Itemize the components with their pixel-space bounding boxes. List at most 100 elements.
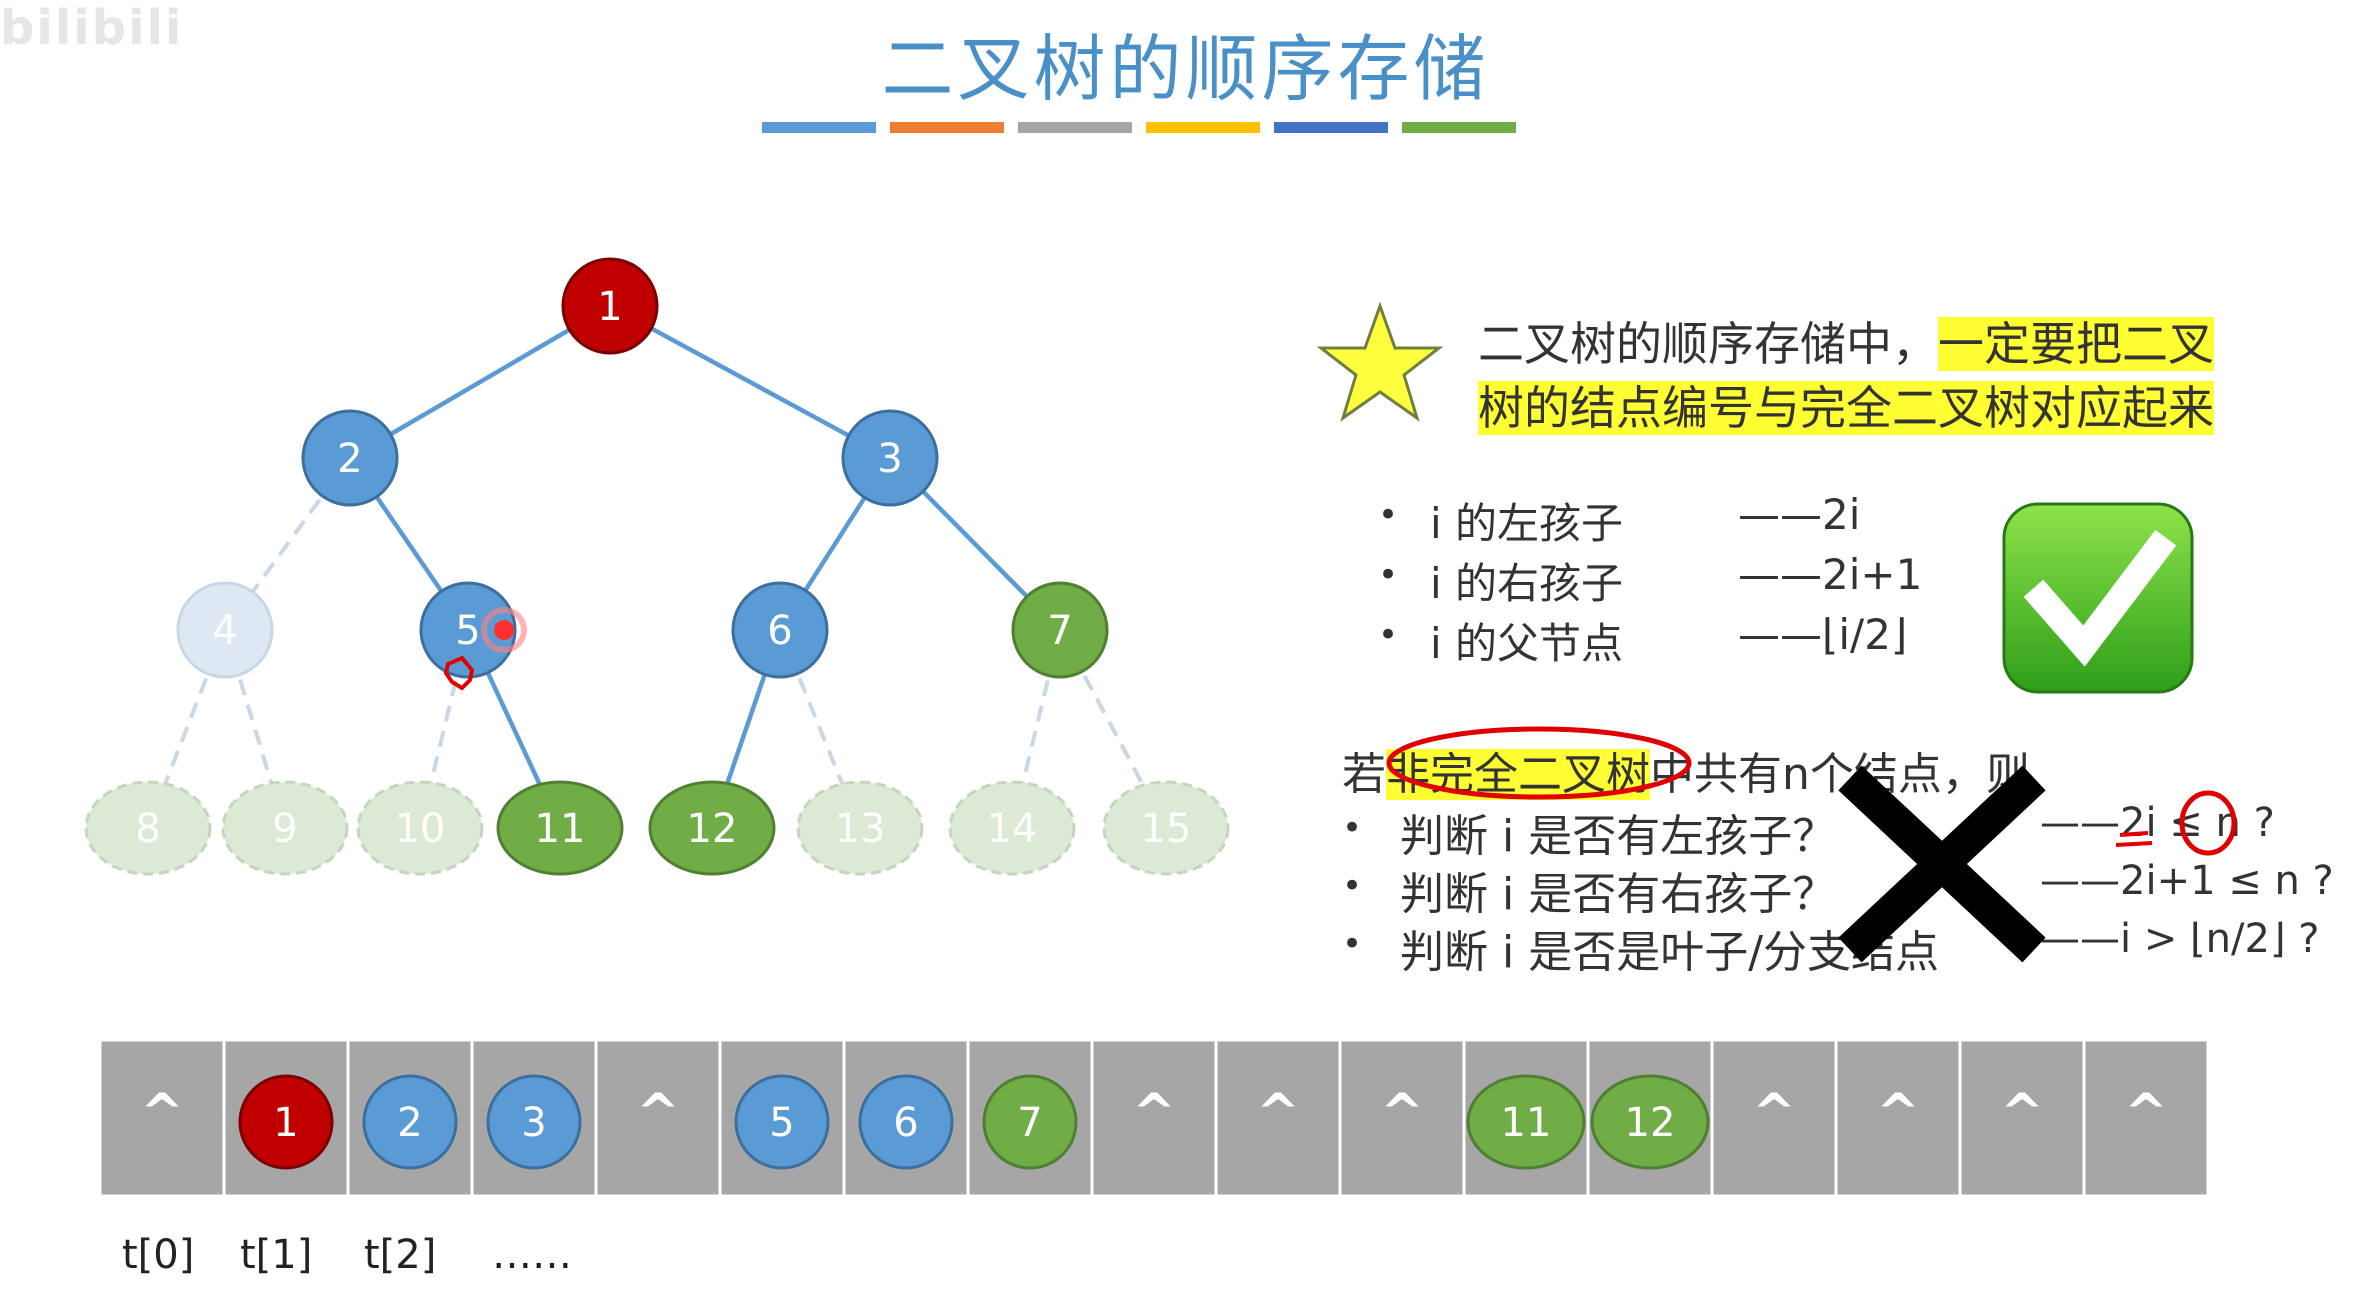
title-bar-segment: [890, 122, 1004, 133]
array-cell: ^: [1710, 1040, 1838, 1198]
tree-node-shape: [648, 780, 776, 876]
array-cell: 2: [346, 1040, 474, 1198]
tree-node-4: 4: [176, 581, 274, 679]
tree-node-shape: [841, 409, 939, 507]
array-cell-box: [1710, 1040, 1838, 1198]
tree-node-shape: [496, 780, 624, 876]
tree-node-7: 7: [1011, 581, 1109, 679]
null-marker: ^: [1876, 1083, 1920, 1143]
tree-node-14: 14: [948, 780, 1076, 876]
note-highlight-1: 一定要把二叉: [1938, 317, 2214, 371]
tree-node-13: 13: [796, 780, 924, 876]
array-cell-box: [2082, 1040, 2210, 1198]
tree-node-label: 5: [455, 608, 480, 654]
formula-right-child-value: ——2i+1: [1738, 550, 1923, 599]
note-highlight-2: 树的结点编号与完全二叉树对应起来: [1478, 381, 2214, 435]
condition-leaf-value: ——i > ⌊n/2⌋ ?: [2040, 916, 2320, 962]
tree-node-shape: [176, 581, 274, 679]
bullet: •: [1342, 924, 1363, 964]
cursor-dot-icon: [494, 620, 514, 640]
title-bar-segment: [1018, 122, 1132, 133]
bullet: •: [1342, 866, 1363, 906]
formula-left-child-value: ——2i: [1738, 490, 1861, 539]
array-index-label: t[2]: [364, 1232, 437, 1278]
tree-node-shape: [561, 257, 659, 355]
array-cell: 5: [718, 1040, 846, 1198]
array-node-label: 12: [1625, 1100, 1676, 1146]
array-index-label: ……: [492, 1232, 572, 1278]
null-marker: ^: [1752, 1083, 1796, 1143]
array-cell: 1: [222, 1040, 350, 1198]
tree-node-label: 7: [1047, 608, 1072, 654]
tree-node-shape: [419, 581, 517, 679]
array-cell: ^: [1090, 1040, 1218, 1198]
condition-right-child-label: 判断 i 是否有右孩子？: [1400, 869, 1837, 920]
array-node-shape: [858, 1074, 954, 1170]
tree-node-8: 8: [84, 780, 212, 876]
red-circle-annotation-icon: [1386, 726, 1692, 800]
tree-node-shape: [356, 780, 484, 876]
tree-node-shape: [84, 780, 212, 876]
tree-node-3: 3: [841, 409, 939, 507]
tree-node-shape: [731, 581, 829, 679]
array-node-label: 2: [397, 1100, 422, 1146]
array-node-label: 11: [1501, 1100, 1552, 1146]
tree-node-label: 12: [687, 806, 738, 852]
tree-node-6: 6: [731, 581, 829, 679]
x-cross-icon: [1838, 765, 2046, 963]
condition-highlight: 非完全二叉树: [1386, 749, 1650, 800]
cursor-halo-icon: [481, 607, 527, 653]
tree-node-5: 5: [419, 581, 517, 679]
array-cell: 11: [1462, 1040, 1590, 1198]
title-bar-segment: [1402, 122, 1516, 133]
tree-node-label: 14: [987, 806, 1038, 852]
formula-parent-label: i 的父节点: [1430, 619, 1624, 668]
array-cell: ^: [1214, 1040, 1342, 1198]
array-node-label: 5: [769, 1100, 794, 1146]
array-cell: ^: [594, 1040, 722, 1198]
tree-node-9: 9: [221, 780, 349, 876]
tree-node-label: 9: [272, 806, 297, 852]
array-node-shape: [362, 1074, 458, 1170]
tree-node-label: 10: [395, 806, 446, 852]
array-cell: 12: [1586, 1040, 1714, 1198]
tree-node-shape: [1011, 581, 1109, 679]
tree-node-label: 13: [835, 806, 886, 852]
title-bar-segment: [1274, 122, 1388, 133]
tree-node-label: 2: [337, 436, 362, 482]
tree-node-1: 1: [561, 257, 659, 355]
array-cell-box: [1214, 1040, 1342, 1198]
array-cell: ^: [1834, 1040, 1962, 1198]
page-title: 二叉树的顺序存储: [881, 27, 1490, 111]
title-bar-segment: [762, 122, 876, 133]
tree-node-11: 11: [496, 780, 624, 876]
tree-node-label: 3: [877, 436, 902, 482]
tree-node-shape: [1102, 780, 1230, 876]
storage-note: 二叉树的顺序存储中，一定要把二叉 树的结点编号与完全二叉树对应起来: [1478, 312, 2258, 440]
tree-node-shape: [221, 780, 349, 876]
tree-node-label: 6: [767, 608, 792, 654]
tree-edges: [146, 304, 1168, 829]
array-cell-box: [1338, 1040, 1466, 1198]
condition-heading: 若非完全二叉树中共有n个结点，则: [1342, 738, 2030, 802]
array-index-label: t[0]: [122, 1232, 195, 1278]
condition-right-child-value: ——2i+1 ≤ n ?: [2040, 858, 2334, 904]
array-node-shape: [1590, 1074, 1710, 1170]
array-node-label: 1: [273, 1100, 298, 1146]
array-node-shape: [486, 1074, 582, 1170]
tree-node-10: 10: [356, 780, 484, 876]
null-marker: ^: [2000, 1083, 2044, 1143]
tree-node-shape: [301, 409, 399, 507]
tree-node-label: 8: [135, 806, 160, 852]
array-cell: 3: [470, 1040, 598, 1198]
null-marker: ^: [140, 1083, 184, 1143]
tree-node-shape: [948, 780, 1076, 876]
array-cell: ^: [2082, 1040, 2210, 1198]
watermark-logo: bilibili: [0, 0, 184, 56]
tree-edge: [608, 304, 892, 460]
tree-node-15: 15: [1102, 780, 1230, 876]
array-node-shape: [734, 1074, 830, 1170]
null-marker: ^: [1380, 1083, 1424, 1143]
